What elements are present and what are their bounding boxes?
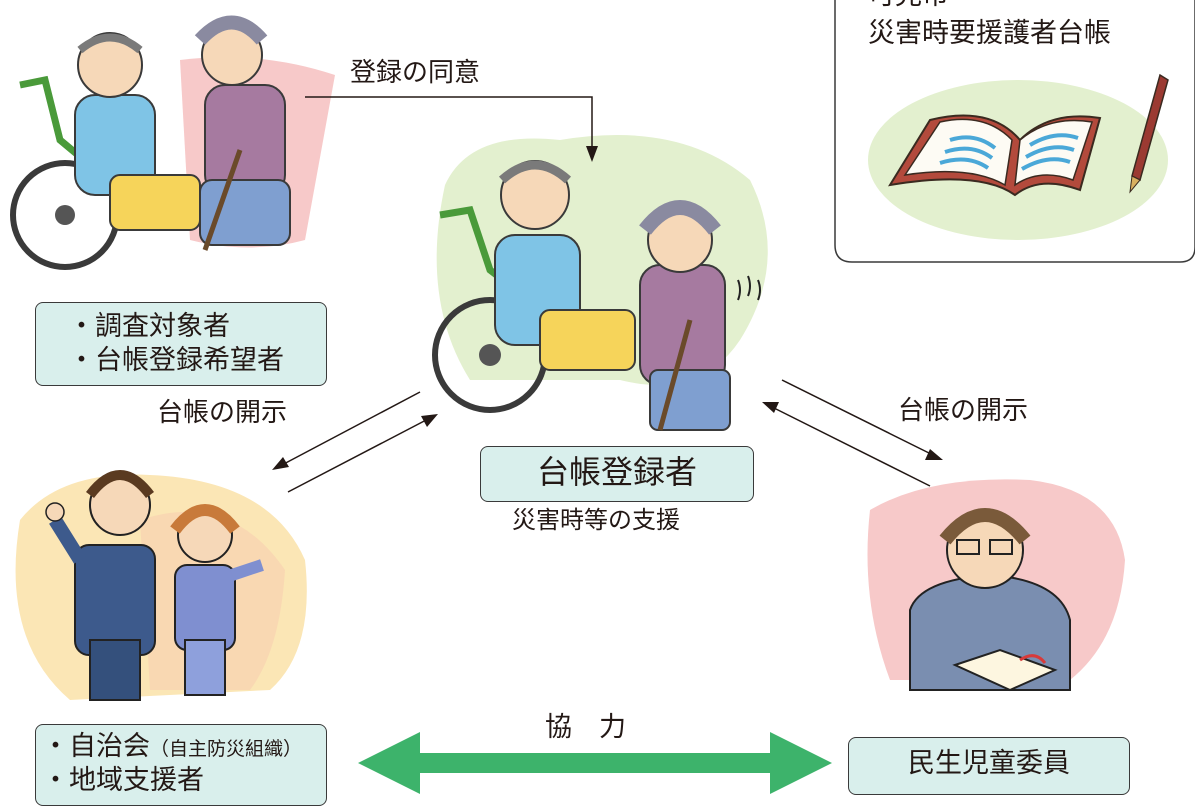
registrant-box: 台帳登録者	[480, 446, 754, 502]
pen-icon	[1129, 73, 1169, 194]
disclosure-right-label: 台帳の開示	[898, 396, 1029, 426]
target-item-2: ・台帳登録希望者	[68, 345, 284, 376]
registrant-sub-label: 災害時等の支援	[512, 506, 680, 534]
right-disclosure-arrows	[762, 379, 943, 487]
community-item-1-main: ・自治会	[42, 731, 150, 762]
registrant-label: 台帳登録者	[536, 453, 697, 491]
book-icon	[887, 114, 1102, 197]
community-item-1: ・自治会（自主防災組織）	[42, 731, 302, 763]
consent-arrow	[305, 96, 593, 150]
motion-lines	[737, 275, 761, 301]
ledger-title-line2: 災害時要援護者台帳	[868, 18, 1111, 49]
community-item-2: ・地域支援者	[42, 765, 204, 796]
left-disclosure-arrows	[272, 391, 438, 493]
wheelchair-couple-illustration	[10, 15, 291, 270]
cooperation-label: 協 力	[545, 712, 626, 743]
consent-label: 登録の同意	[350, 58, 481, 88]
ledger-frame	[834, 0, 1195, 263]
target-person-box: ・調査対象者 ・台帳登録希望者	[35, 302, 327, 386]
target-item-1: ・調査対象者	[68, 311, 230, 342]
community-item-1-paren: （自主防災組織）	[150, 738, 303, 760]
commissioner-label: 民生児童委員	[908, 748, 1070, 779]
community-box: ・自治会（自主防災組織） ・地域支援者	[35, 724, 327, 806]
community-pair-illustration	[45, 470, 264, 701]
cooperation-arrow	[358, 732, 832, 794]
disclosure-left-label: 台帳の開示	[157, 398, 288, 428]
commissioner-box: 民生児童委員	[848, 737, 1130, 795]
ledger-title-line1: 可児市	[868, 0, 949, 12]
registrant-couple-illustration	[432, 160, 731, 431]
welfare-commissioner-illustration	[909, 508, 1071, 692]
